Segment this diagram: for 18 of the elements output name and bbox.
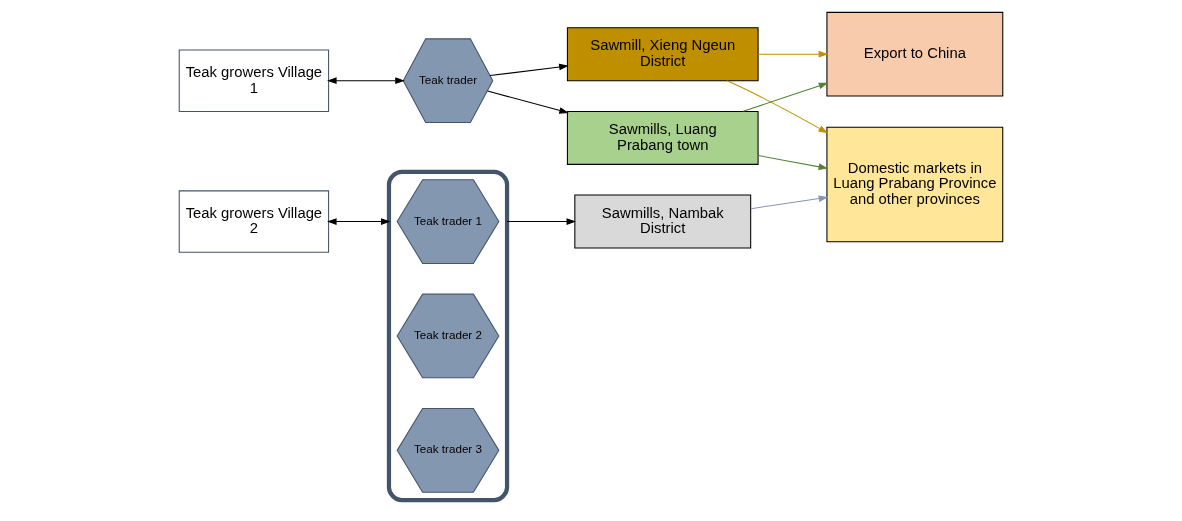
arrow [327,218,391,225]
node-box: Sawmills, Luang Prabang town [566,110,759,165]
arrow [742,82,829,112]
arrow [750,195,829,210]
node-box: Domestic markets in Luang Prabang Province and other provinces [826,126,1004,243]
arrow [327,77,405,85]
node-box: Teak growers Village 1 [178,49,330,112]
node-box: Sawmill, Xieng Ngeun District [566,27,759,82]
arrow [506,218,577,225]
arrow [489,63,569,77]
arrow [757,50,829,58]
arrow [726,80,828,134]
node-box: Teak growers Village 2 [178,190,330,253]
node-box: Export to China [826,11,1004,97]
arrow [487,90,569,114]
cluster [386,169,510,503]
arrow [757,155,829,171]
node-box: Sawmills, Nambak District [574,194,752,249]
